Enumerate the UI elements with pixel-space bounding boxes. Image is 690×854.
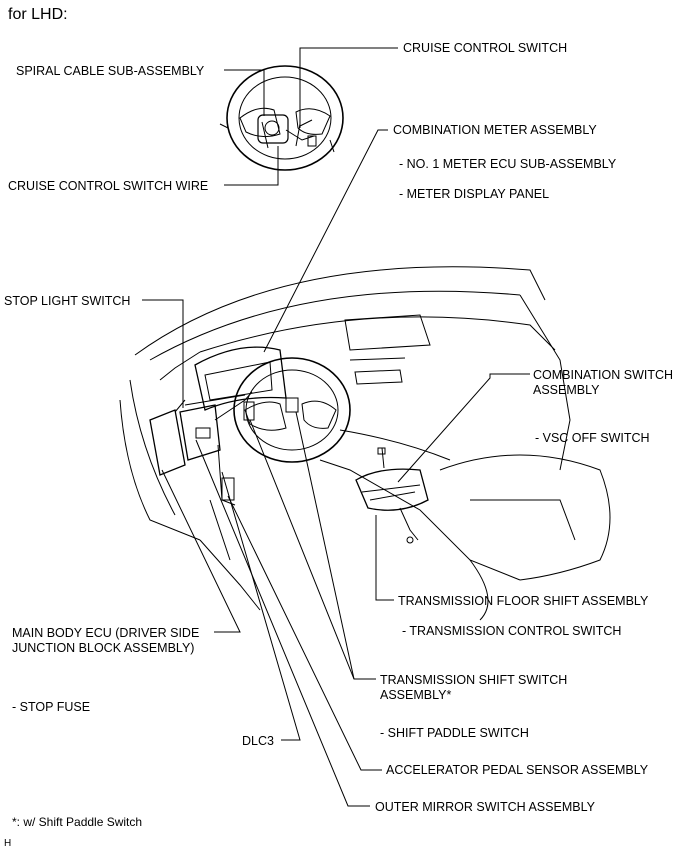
label-shift-switch: TRANSMISSION SHIFT SWITCH ASSEMBLY*: [380, 673, 568, 702]
label-dlc3: DLC3: [242, 734, 274, 748]
label-vsc-off: - VSC OFF SWITCH: [535, 431, 650, 445]
label-shift-paddle: - SHIFT PADDLE SWITCH: [380, 726, 529, 740]
label-stop-fuse: - STOP FUSE: [12, 700, 91, 714]
label-outer-mirror: OUTER MIRROR SWITCH ASSEMBLY: [375, 800, 595, 814]
diagram-heading: for LHD:: [8, 6, 68, 23]
footnote: *: w/ Shift Paddle Switch: [12, 815, 143, 829]
label-stop-light-switch: STOP LIGHT SWITCH: [4, 294, 131, 308]
label-meter-display: - METER DISPLAY PANEL: [399, 187, 550, 201]
label-combination-meter: COMBINATION METER ASSEMBLY: [393, 123, 597, 137]
label-combination-switch: COMBINATION SWITCH ASSEMBLY: [533, 368, 674, 397]
label-meter-ecu: - NO. 1 METER ECU SUB-ASSEMBLY: [399, 157, 617, 171]
label-main-body-ecu: MAIN BODY ECU (DRIVER SIDE JUNCTION BLOC…: [12, 626, 200, 655]
dashboard-illustration: [119, 266, 611, 621]
label-spiral-cable: SPIRAL CABLE SUB-ASSEMBLY: [16, 64, 205, 78]
label-cruise-control-switch-wire: CRUISE CONTROL SWITCH WIRE: [8, 179, 209, 193]
label-accelerator: ACCELERATOR PEDAL SENSOR ASSEMBLY: [386, 763, 649, 777]
corner-mark: H: [4, 838, 12, 849]
leader-lines: [142, 47, 530, 807]
label-transmission-control-switch: - TRANSMISSION CONTROL SWITCH: [402, 624, 622, 638]
label-floor-shift: TRANSMISSION FLOOR SHIFT ASSEMBLY: [398, 594, 649, 608]
label-cruise-control-switch: CRUISE CONTROL SWITCH: [403, 41, 568, 55]
steering-wheel-inset: [219, 65, 344, 171]
